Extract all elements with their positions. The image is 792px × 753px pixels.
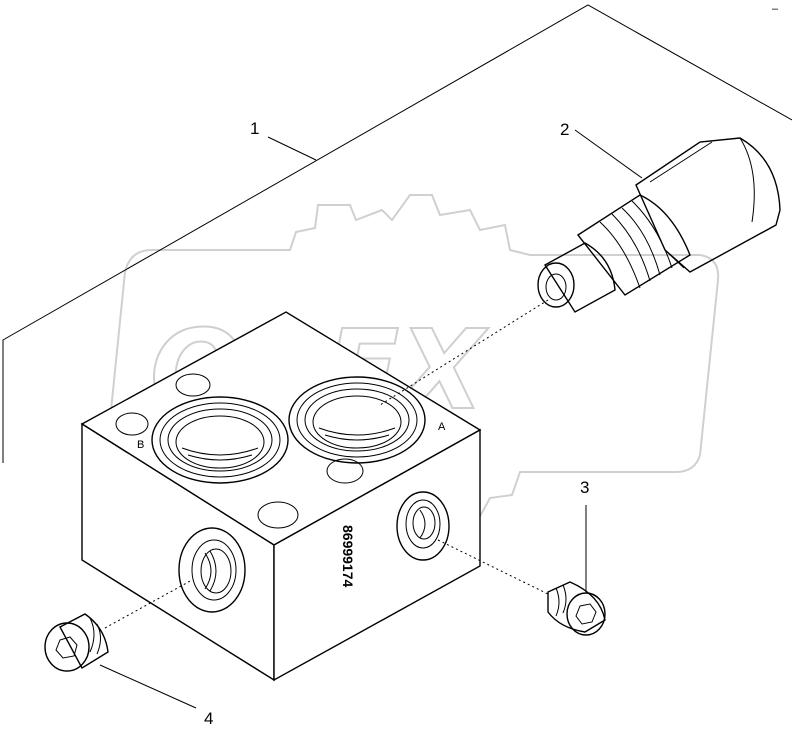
callout-3-label: 3: [580, 478, 589, 497]
callout-1-label: 1: [250, 119, 259, 138]
port-a: [288, 376, 426, 464]
callout-2-label: 2: [560, 120, 569, 139]
port-b-label: B: [137, 439, 144, 451]
plug-part-4: 4: [44, 613, 213, 728]
side-threaded-hole: [396, 491, 450, 561]
assembly-line-part-2: [379, 299, 549, 406]
cartridge-valve: 2: [537, 120, 781, 313]
callout-1-bracket: 1: [2, 4, 792, 463]
corner-mark: –: [772, 3, 779, 15]
part-number-label: 86999174: [340, 525, 356, 588]
callout-4-label: 4: [204, 709, 213, 728]
assembly-line-part-3: [437, 539, 551, 596]
front-threaded-hole: [178, 527, 246, 613]
valve-block: B A 86999174: [80, 311, 482, 682]
plug-part-3: 3: [547, 478, 606, 636]
assembly-line-part-4: [104, 579, 193, 629]
port-b: [151, 396, 289, 484]
port-a-label: A: [438, 421, 446, 433]
